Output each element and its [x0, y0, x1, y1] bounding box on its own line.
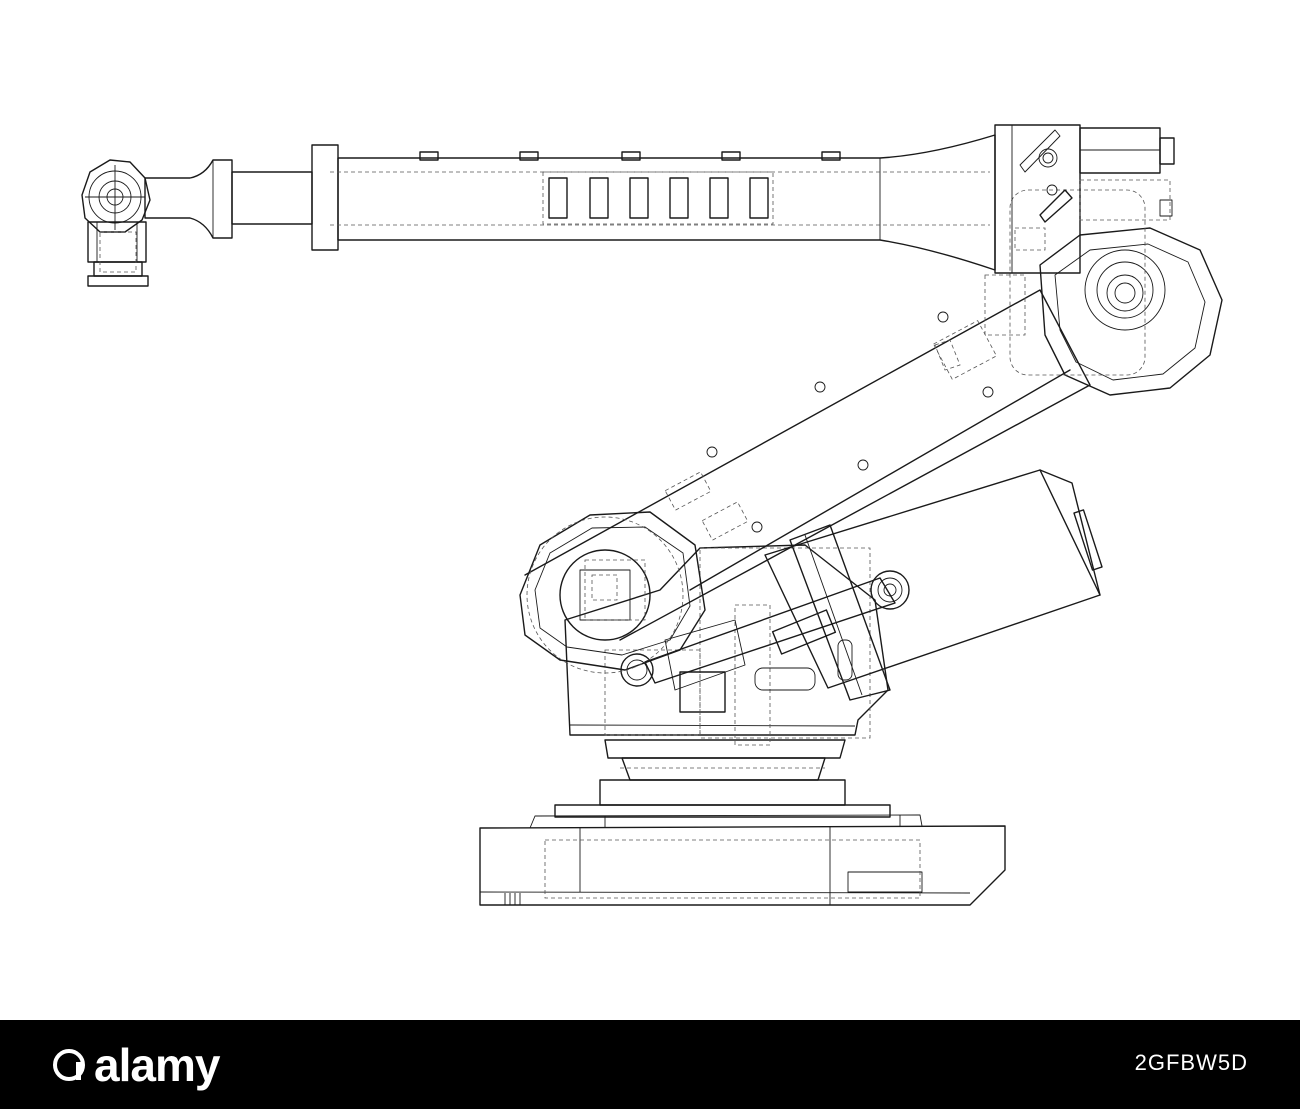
brand-logo[interactable]: alamy [52, 1038, 220, 1092]
robot-arm-drawing [81, 124, 1223, 906]
turntable [554, 739, 891, 818]
alamy-logo-icon [53, 1049, 85, 1081]
lower-arm [524, 289, 1091, 641]
forearm-neck [144, 159, 313, 239]
base-plate [479, 814, 1006, 906]
tie-rod [644, 570, 910, 684]
wrist-housing [994, 124, 1175, 274]
counterweight-motor [764, 469, 1103, 701]
image-id: 2GFBW5D [1134, 1050, 1248, 1075]
robot-arm-wireframe [81, 124, 1223, 906]
elbow-pivot [984, 189, 1223, 396]
lower-pivot [519, 511, 706, 687]
upper-arm-boom [311, 134, 996, 271]
brand-text: alamy [94, 1039, 220, 1091]
end-effector [81, 159, 151, 287]
footer-bar: alamy 2GFBW5D [0, 1020, 1300, 1109]
